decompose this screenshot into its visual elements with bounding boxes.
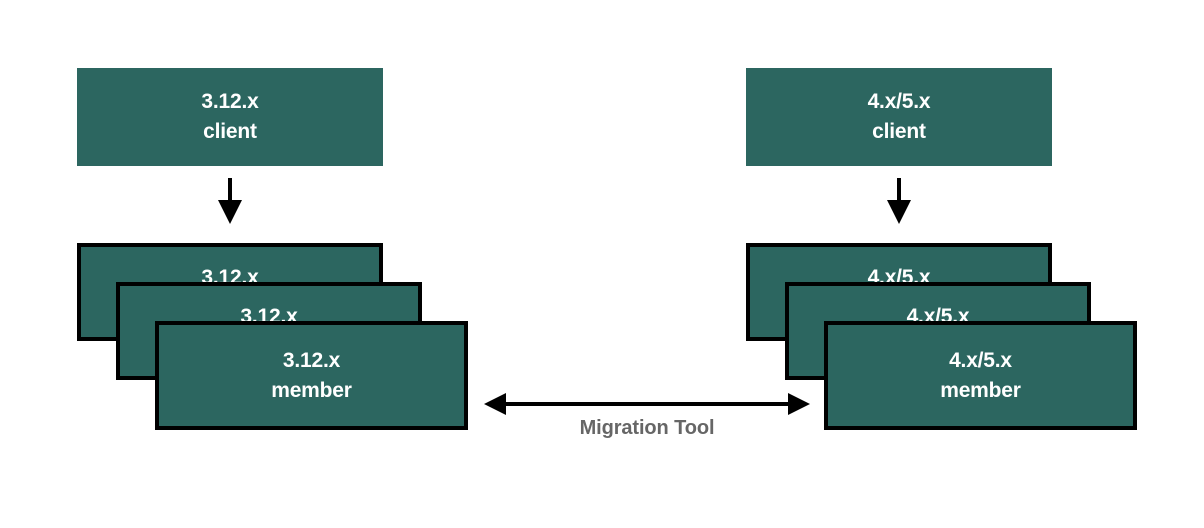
migration-tool-label: Migration Tool xyxy=(579,417,715,439)
left-member-front-version: 3.12.x xyxy=(282,348,341,372)
right-client-role: client xyxy=(872,120,926,143)
left-client-node: 3.12.x client xyxy=(77,68,383,166)
right-member-node-front: 4.x/5.x member xyxy=(824,321,1137,430)
right-member-front-version: 4.x/5.x xyxy=(949,348,1012,372)
left-client-role: client xyxy=(203,120,257,143)
left-down-arrow-icon xyxy=(218,178,242,224)
left-member-front-role: member xyxy=(271,378,352,402)
right-client-version: 4.x/5.x xyxy=(867,90,931,114)
left-client-version: 3.12.x xyxy=(201,90,259,114)
right-down-arrow-icon xyxy=(887,178,911,224)
right-member-front-role: member xyxy=(940,378,1021,402)
left-member-node-front: 3.12.x member xyxy=(155,321,468,430)
right-client-node: 4.x/5.x client xyxy=(746,68,1052,166)
migration-bidirectional-arrow-icon xyxy=(484,393,810,415)
